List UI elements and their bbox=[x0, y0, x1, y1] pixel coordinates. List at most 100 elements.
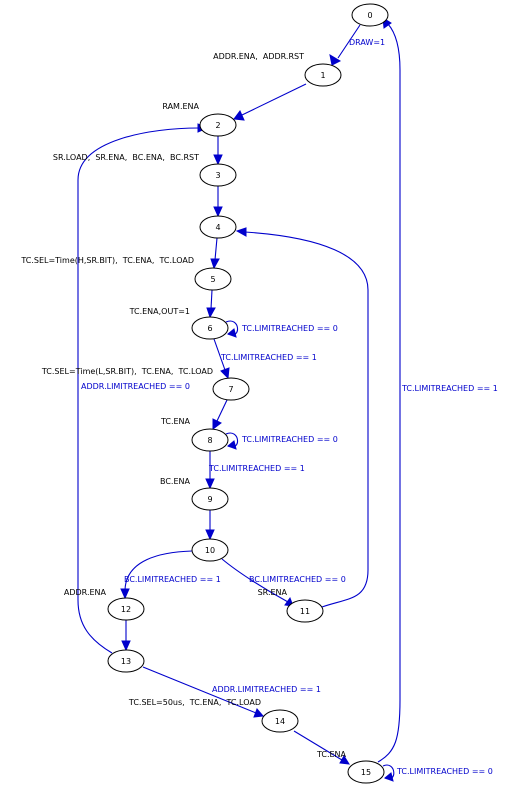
arrowhead-icon bbox=[384, 772, 394, 782]
state-id-label: 12 bbox=[121, 605, 131, 614]
edge-label: TC.LIMITREACHED == 1 bbox=[208, 464, 305, 473]
state-node-14[interactable]: 14 bbox=[261, 709, 299, 733]
state-id-label: 13 bbox=[121, 657, 131, 666]
arrowhead-icon bbox=[220, 367, 230, 380]
edge-line bbox=[241, 83, 307, 116]
state-outputs-label: ADDR.ENA, ADDR.RST bbox=[213, 52, 304, 61]
state-node-10[interactable]: 10 bbox=[191, 538, 229, 562]
state-node-3[interactable]: 3 bbox=[199, 163, 237, 187]
state-node-6[interactable]: 6 bbox=[191, 316, 229, 340]
arrowhead-icon bbox=[205, 529, 215, 541]
state-node-7[interactable]: 7 bbox=[212, 377, 250, 401]
state-node-8[interactable]: 8 bbox=[191, 428, 229, 452]
edge-14-15 bbox=[293, 730, 350, 765]
state-outputs-label: TC.ENA,OUT=1 bbox=[129, 307, 190, 316]
edge-8-9 bbox=[205, 451, 215, 490]
state-id-label: 8 bbox=[207, 436, 212, 445]
arrowhead-icon bbox=[227, 328, 237, 338]
state-node-9[interactable]: 9 bbox=[191, 487, 229, 511]
edge-13-14 bbox=[142, 666, 264, 718]
state-outputs-label: TC.SEL=50us, TC.ENA, TC.LOAD bbox=[128, 698, 261, 707]
edge-5-6 bbox=[206, 289, 216, 319]
state-id-label: 9 bbox=[207, 495, 212, 504]
state-ellipse[interactable] bbox=[347, 760, 385, 784]
arrowhead-icon bbox=[213, 206, 223, 218]
edge-label: TC.LIMITREACHED == 1 bbox=[220, 353, 317, 362]
state-ellipse[interactable] bbox=[191, 428, 229, 452]
state-ellipse[interactable] bbox=[304, 63, 342, 87]
state-ellipse[interactable] bbox=[107, 649, 145, 673]
state-node-11[interactable]: 11 bbox=[286, 599, 324, 623]
edge-line bbox=[124, 550, 193, 591]
arrowhead-icon bbox=[339, 755, 350, 765]
state-ellipse[interactable] bbox=[194, 267, 232, 291]
state-ellipse[interactable] bbox=[286, 599, 324, 623]
edge-line bbox=[210, 289, 213, 310]
state-ellipse[interactable] bbox=[199, 163, 237, 187]
edge-2-3 bbox=[213, 136, 223, 166]
state-ellipse[interactable] bbox=[212, 377, 250, 401]
state-ellipse[interactable] bbox=[199, 215, 237, 239]
arrowhead-icon bbox=[233, 110, 245, 121]
state-id-label: 7 bbox=[228, 385, 233, 394]
edge-15-15 bbox=[382, 764, 395, 782]
state-id-label: 15 bbox=[361, 768, 371, 777]
edge-label: BC.LIMITREACHED == 0 bbox=[249, 575, 346, 584]
arrowhead-icon bbox=[212, 418, 222, 430]
state-ellipse[interactable] bbox=[199, 113, 237, 137]
state-ellipse[interactable] bbox=[191, 538, 229, 562]
edge-line bbox=[377, 23, 401, 763]
edge-11-4 bbox=[235, 227, 369, 608]
state-outputs-label: SR.ENA bbox=[258, 588, 288, 597]
state-ellipse[interactable] bbox=[191, 487, 229, 511]
state-node-15[interactable]: 15 bbox=[347, 760, 385, 784]
state-ellipse[interactable] bbox=[107, 597, 145, 621]
edge-0-1 bbox=[329, 24, 361, 66]
arrowhead-icon bbox=[213, 154, 223, 166]
edge-10-12 bbox=[120, 550, 193, 600]
state-outputs-label: RAM.ENA bbox=[162, 102, 199, 111]
state-node-13[interactable]: 13 bbox=[107, 649, 145, 673]
state-ellipse[interactable] bbox=[351, 3, 389, 27]
edge-label: TC.LIMITREACHED == 1 bbox=[401, 384, 498, 393]
edge-6-7 bbox=[213, 338, 230, 380]
edge-line bbox=[337, 24, 361, 59]
arrowhead-icon bbox=[205, 478, 215, 490]
state-outputs-label: TC.SEL=Time(L,SR.BIT), TC.ENA, TC.LOAD bbox=[41, 367, 213, 376]
state-id-label: 10 bbox=[205, 546, 215, 555]
state-outputs-label: BC.ENA bbox=[160, 477, 191, 486]
arrowhead-icon bbox=[121, 640, 131, 652]
edge-label: BC.LIMITREACHED == 1 bbox=[124, 575, 221, 584]
state-id-label: 14 bbox=[275, 717, 285, 726]
edge-line bbox=[214, 237, 218, 261]
edge-line bbox=[142, 666, 257, 714]
state-outputs-label: SR.LOAD, SR.ENA, BC.ENA, BC.RST bbox=[53, 153, 199, 162]
edge-label: TC.LIMITREACHED == 0 bbox=[396, 767, 493, 776]
arrowhead-icon bbox=[235, 227, 247, 237]
edge-1-2 bbox=[233, 83, 307, 121]
state-outputs-label: TC.SEL=Time(H,SR.BIT), TC.ENA, TC.LOAD bbox=[20, 256, 194, 265]
state-node-0[interactable]: 0 bbox=[351, 3, 389, 27]
edge-12-13 bbox=[121, 620, 131, 652]
edge-15-0 bbox=[377, 17, 401, 763]
state-node-12[interactable]: 12 bbox=[107, 597, 145, 621]
state-node-4[interactable]: 4 bbox=[199, 215, 237, 239]
edge-label: ADDR.LIMITREACHED == 0 bbox=[81, 382, 190, 391]
state-ellipse[interactable] bbox=[261, 709, 299, 733]
edge-label: DRAW=1 bbox=[349, 38, 385, 47]
edge-label: ADDR.LIMITREACHED == 1 bbox=[212, 685, 321, 694]
state-node-2[interactable]: 2 bbox=[199, 113, 237, 137]
arrowhead-icon bbox=[206, 307, 216, 319]
state-outputs-label: TC.ENA bbox=[160, 417, 191, 426]
edge-9-10 bbox=[205, 510, 215, 541]
state-ellipse[interactable] bbox=[191, 316, 229, 340]
edge-line bbox=[293, 730, 343, 761]
state-node-1[interactable]: 1 bbox=[304, 63, 342, 87]
edge-8-8 bbox=[225, 432, 239, 450]
arrowhead-icon bbox=[210, 258, 220, 270]
edge-line bbox=[77, 127, 200, 654]
edges-layer bbox=[77, 17, 401, 782]
edge-3-4 bbox=[213, 186, 223, 218]
state-node-5[interactable]: 5 bbox=[194, 267, 232, 291]
